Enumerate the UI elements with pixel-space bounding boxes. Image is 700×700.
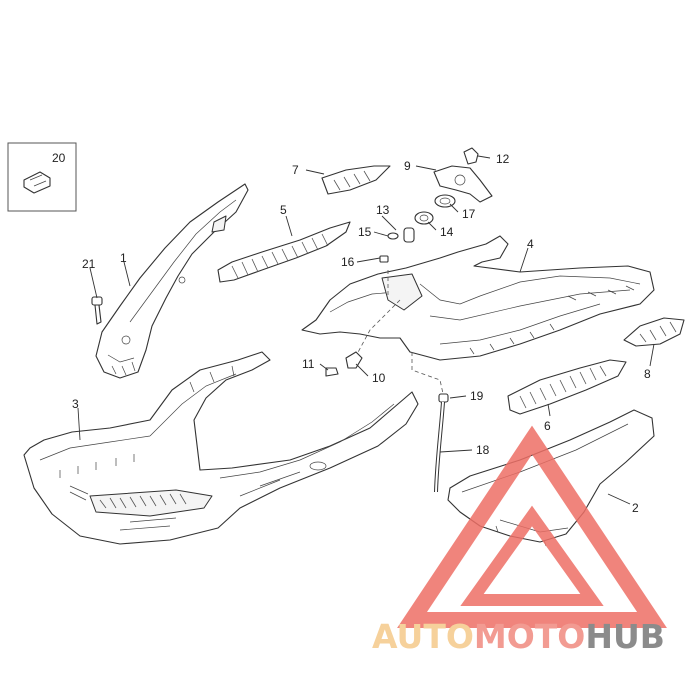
callout-9: 9: [404, 159, 411, 173]
callout-21: 21: [82, 257, 96, 271]
spring-clip-icon: [23, 171, 51, 194]
callout-14: 14: [440, 225, 454, 239]
callout-16: 16: [341, 255, 355, 269]
callout-3: 3: [72, 397, 79, 411]
part-19-fitting: [438, 393, 449, 403]
callout-11: 11: [302, 357, 315, 371]
part-4-central-underbody: [301, 235, 655, 361]
callout-15: 15: [358, 225, 372, 239]
part-12-clip: [463, 147, 479, 165]
part-8-plate: [623, 317, 685, 347]
inset-box-part-20: [7, 142, 77, 212]
callout-18: 18: [476, 443, 490, 457]
part-13-spacer: [403, 227, 415, 243]
part-10-clip: [345, 351, 363, 369]
watermark-logo: AUTOMOTOHUB: [372, 425, 667, 656]
assembly-lines: [355, 270, 445, 399]
callout-5: 5: [280, 203, 287, 217]
callout-13: 13: [376, 203, 390, 217]
part-3-floor-panel: [23, 351, 419, 545]
part-14-grommet: [414, 211, 434, 225]
part-9-bracket: [433, 165, 493, 203]
watermark-triangle-icon: [397, 425, 667, 628]
part-15-washer: [387, 232, 399, 240]
part-18-hose: [434, 401, 445, 493]
part-1-frame-trim: [95, 183, 249, 379]
part-11-screw: [325, 367, 339, 377]
watermark-text: AUTOMOTOHUB: [372, 617, 665, 656]
callout-2: 2: [632, 501, 639, 515]
callout-10: 10: [372, 371, 386, 385]
part-5-footboard-mat: [217, 221, 351, 283]
callout-20: 20: [52, 151, 66, 165]
watermark-moto: MOTO: [474, 617, 585, 656]
callout-8: 8: [644, 367, 651, 381]
callout-12: 12: [496, 152, 510, 166]
watermark-auto: AUTO: [372, 617, 474, 656]
part-17-ring: [434, 194, 456, 208]
callout-4: 4: [527, 237, 534, 251]
callout-17: 17: [462, 207, 476, 221]
leader-lines: [77, 155, 655, 505]
part-6-footboard-mat: [507, 359, 627, 415]
part-16-screw: [379, 255, 389, 263]
callout-labels: 20 1 21 3 4 5 7 9 12 13 15 16 14 17 11 1…: [52, 151, 651, 515]
part-7-plate: [321, 165, 391, 195]
callout-19: 19: [470, 389, 484, 403]
watermark-hub: HUB: [585, 617, 665, 656]
callout-6: 6: [544, 419, 551, 433]
part-21-screw: [91, 296, 103, 325]
callout-7: 7: [292, 163, 299, 177]
callout-1: 1: [120, 251, 127, 265]
